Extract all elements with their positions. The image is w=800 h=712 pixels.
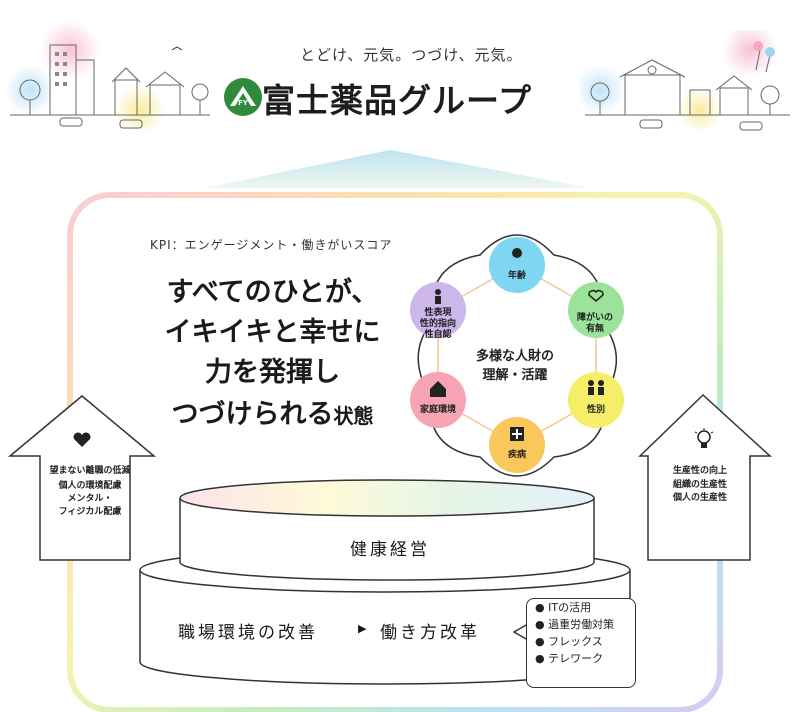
right-town-illustration	[580, 30, 790, 132]
list-item: ● フレックス	[535, 635, 603, 648]
petal-label-sexuality: 性表現 性的指向 性自認	[420, 308, 457, 340]
heart-hands-icon	[588, 289, 604, 302]
list-item: ● 過重労働対策	[535, 618, 615, 631]
list-item: ● テレワーク	[535, 652, 604, 665]
petal-illness	[489, 417, 545, 473]
work-reform-list: ● ITの活用 ● 過重労働対策 ● フレックス ● テレワーク	[526, 598, 636, 688]
house-icon	[430, 381, 446, 397]
kpi-label: KPI：エンゲージメント・働きがいスコア	[150, 238, 393, 252]
right-up-arrow	[638, 393, 772, 561]
lower-tier-label-left: 職場環境の改善	[178, 623, 318, 643]
diversity-center-line-2: 理解・活躍	[482, 368, 548, 383]
petal-label-illness: 疾病	[507, 450, 526, 460]
left-town-illustration	[5, 20, 210, 130]
upper-tier-label: 健康経営	[350, 540, 430, 560]
headline-line-4a: つづけられる	[171, 399, 334, 430]
petal-age	[489, 237, 545, 293]
diversity-center-line-1: 多様な人財の	[475, 349, 554, 364]
up-arrow	[205, 150, 590, 188]
right-arrow-line-1: 生産性の向上	[672, 466, 727, 476]
brand-name: 富士薬品グループ	[262, 81, 533, 120]
lower-tier-arrow: ▶	[358, 622, 367, 635]
heart-icon	[73, 432, 91, 447]
petal-label-disability: 障がいの有無	[577, 313, 614, 334]
petal-sexuality	[410, 282, 466, 338]
left-up-arrow	[7, 395, 157, 561]
tagline: とどけ、元気。つづけ、元気。	[300, 46, 523, 64]
lightbulb-icon	[694, 428, 714, 448]
petal-gender	[568, 372, 624, 428]
diversity-flower	[410, 234, 624, 477]
right-arrow-line-2: 組織の生産性	[672, 480, 727, 490]
cross-icon	[510, 427, 524, 441]
left-arrow-line-1: 望まない離職の低減	[49, 466, 131, 476]
list-item: ● ITの活用	[535, 601, 592, 614]
left-arrow-line-3: メンタル・	[67, 494, 113, 504]
petal-label-age: 年齢	[507, 271, 526, 281]
logo-text: FY	[238, 99, 249, 107]
petal-label-gender: 性別	[586, 405, 605, 415]
people-icon	[588, 380, 604, 395]
petal-family	[410, 372, 466, 428]
right-arrow-line-3: 個人の生産性	[672, 493, 727, 503]
petal-disability	[568, 282, 624, 338]
left-arrow-line-2: 個人の環境配慮	[58, 481, 122, 491]
fuji-logo-icon: FY	[224, 78, 262, 116]
petal-label-family: 家庭環境	[419, 405, 456, 415]
upper-tier-disc	[179, 498, 595, 581]
bullet-pointer	[512, 623, 529, 641]
headline-line-4: つづけられる状態	[145, 392, 400, 431]
clock-icon	[512, 248, 522, 258]
headline-line-4b: 状態	[333, 404, 374, 428]
headline-line-2: イキイキと幸せに	[164, 317, 381, 348]
person-icon	[435, 289, 441, 304]
left-arrow-line-4: フィジカル配慮	[58, 507, 122, 517]
headline-line-1: すべてのひとが、	[166, 277, 379, 308]
flower-outline	[417, 234, 617, 477]
headline-line-3: 力を発揮し	[205, 357, 340, 388]
lower-tier-label-right: 働き方改革	[380, 623, 480, 643]
